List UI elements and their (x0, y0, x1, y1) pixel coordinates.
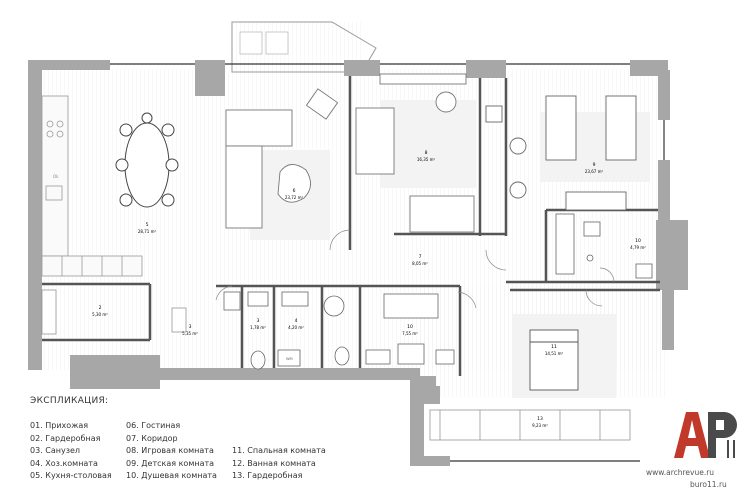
room-label-10-num: 10 (635, 238, 641, 244)
watermark-url[interactable]: www.archrevue.ru (646, 468, 715, 477)
room-label-11-area: 14,51 m² (545, 351, 564, 356)
kitchen-label: Ok (53, 174, 59, 179)
legend-item: 02. Гардеробная (30, 433, 101, 443)
room-label-2-num: 2 (99, 305, 102, 311)
legend-column-1: 01. Прихожая 02. Гардеробная 03. Санузел… (30, 420, 112, 483)
room-label-9-num: 9 (593, 162, 596, 168)
wardrobes (41, 289, 631, 441)
room-label-10b-area: 7,55 m² (402, 331, 418, 336)
legend-item: 13. Гардеробная (232, 471, 303, 481)
room-label-10-area: 4,79 m² (630, 245, 646, 250)
dining-table (115, 112, 179, 208)
interior-walls (42, 76, 660, 376)
toilets (223, 291, 350, 370)
room-label-3b-num: 3 (257, 318, 260, 324)
legend-column-2: 06. Гостиная 07. Коридор 08. Игровая ком… (126, 420, 217, 483)
room-label-11-num: 11 (551, 344, 557, 350)
master-bedroom (512, 314, 616, 398)
room-label-5-area: 28,71 m² (138, 229, 157, 234)
room-label-4-area: 4,20 m² (288, 325, 304, 330)
room-label-3b-area: 1,78 m² (250, 325, 266, 330)
legend-title: ЭКСПЛИКАЦИЯ: (30, 396, 109, 406)
legend-column-3: 11. Спальная комната 12. Ванная комната … (232, 445, 326, 483)
archrevue-logo-icon (672, 404, 742, 462)
legend-item: 05. Кухня-столовая (30, 471, 112, 481)
room-label-9-area: 23,67 m² (585, 169, 604, 174)
exterior-walls (28, 60, 688, 466)
playroom-furniture (355, 73, 476, 233)
room-label-4-num: 4 (295, 318, 298, 324)
wm-label: WM (286, 357, 293, 361)
legend-item: 01. Прихожая (30, 421, 89, 430)
kitchen-counters (41, 95, 143, 277)
bathroom-fixtures (365, 293, 455, 365)
legend-item: 12. Ванная комната (232, 458, 316, 468)
room-label-6-area: 23,72 m² (285, 195, 304, 200)
room-label-8-num: 8 (425, 150, 428, 156)
legend-item: 11. Спальная комната (232, 446, 326, 455)
legend-item: 10. Душевая комната (126, 471, 217, 481)
room-label-3-num: 3 (189, 324, 192, 330)
room-label-13-area: 9,23 m² (532, 423, 548, 428)
room-label-10b-num: 10 (407, 324, 413, 330)
legend-item: 08. Игровая комната (126, 446, 214, 456)
room-label-7-num: 7 (419, 254, 422, 260)
room-labels: 2 5,30 m² 3 5,35 m² 3 1,78 m² 4 4,20 m² … (92, 150, 646, 428)
watermark-site[interactable]: buro11.ru (690, 480, 727, 489)
legend-item: 06. Гостиная (126, 421, 181, 430)
room-label-7-area: 8,05 m² (412, 261, 428, 266)
legend-item: 07. Коридор (126, 433, 178, 443)
room-label-3-area: 5,35 m² (182, 331, 198, 336)
legend-item: 09. Детская комната (126, 458, 215, 468)
room-label-13-num: 13 (537, 416, 543, 422)
shower-room-fixtures (555, 213, 653, 279)
room-label-6-num: 6 (293, 188, 296, 194)
living-room-sofa (225, 88, 339, 240)
legend-item: 04. Хоз.комната (30, 458, 98, 468)
room-label-5-num: 5 (146, 222, 149, 228)
legend-item: 03. Санузел (30, 446, 81, 456)
room-label-8-area: 16,35 m² (417, 157, 436, 162)
windows (110, 63, 665, 462)
room-label-2-area: 5,30 m² (92, 312, 108, 317)
door-swings (215, 229, 615, 309)
kids-room-beds (485, 95, 650, 211)
